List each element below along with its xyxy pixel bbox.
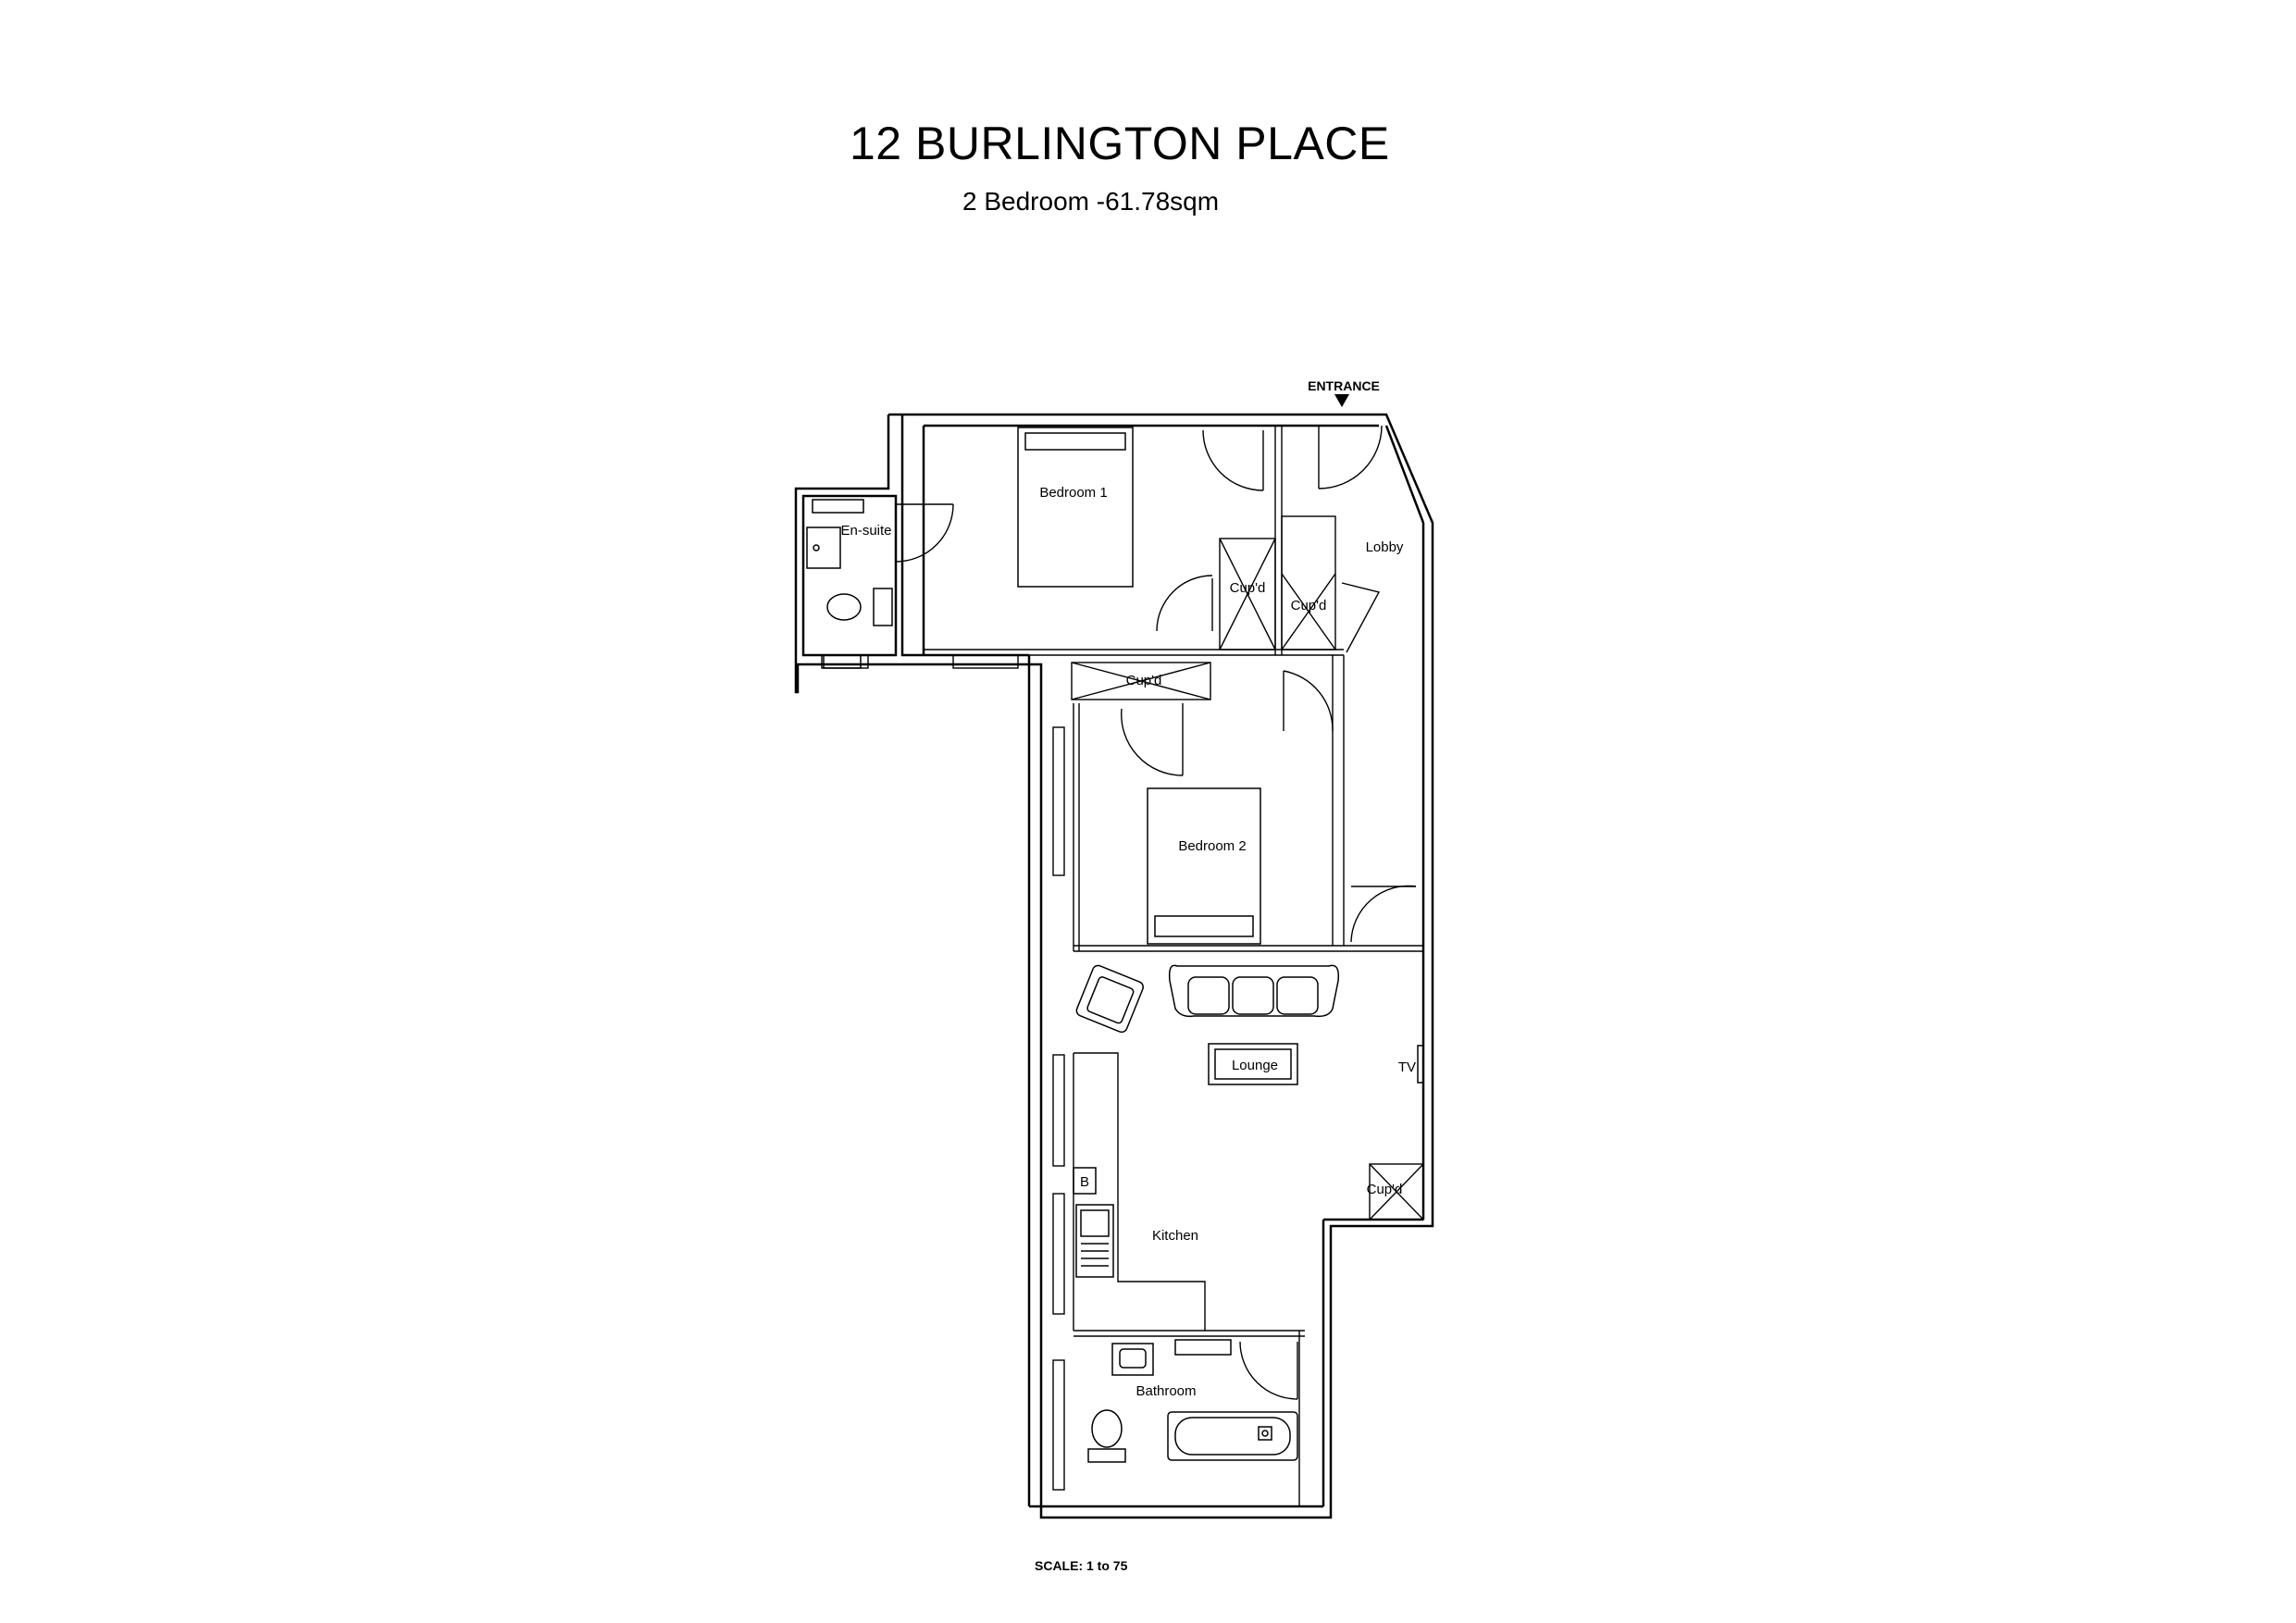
room-label-bedroom-2: Bedroom 2 [1178, 838, 1246, 854]
room-label-ensuite: En-suite [840, 523, 891, 539]
cupboards [1219, 515, 1336, 650]
page-title: 12 BURLINGTON PLACE [850, 118, 1390, 169]
room-label-lobby: Lobby [1366, 539, 1404, 555]
cupboard-label-hall: Cup'd [1126, 673, 1162, 688]
outer-walls [794, 413, 1434, 1519]
room-label-kitchen: Kitchen [1152, 1228, 1198, 1244]
windows [821, 654, 1065, 1491]
coffee-table [1208, 1043, 1298, 1085]
bed-2 [1147, 787, 1261, 945]
cupboard-label-bedroom: Cup'd [1230, 580, 1266, 596]
entrance-label: ENTRANCE [1308, 378, 1380, 393]
room-label-lounge: Lounge [1232, 1058, 1278, 1073]
doors [895, 425, 1417, 1400]
labels: ENTRANCE Bedroom 1 En-suite Lobby Cup'd … [840, 378, 1416, 1399]
kitchen-sink [1075, 1204, 1114, 1278]
interior-walls [801, 426, 1424, 1506]
tv-label: TV [1398, 1059, 1416, 1075]
room-label-bathroom: Bathroom [1136, 1383, 1196, 1399]
boiler-label: B [1080, 1174, 1089, 1190]
entrance-arrow-icon [1334, 394, 1349, 407]
cupboard-label-lounge: Cup'd [1367, 1182, 1403, 1197]
scale-note: SCALE: 1 to 75 [1035, 1558, 1128, 1573]
tv [1417, 1045, 1424, 1084]
page-subtitle: 2 Bedroom -61.78sqm [962, 187, 1220, 216]
bed-1 [1017, 427, 1134, 588]
sofa [1168, 964, 1340, 1018]
cupboard-label-lobby: Cup'd [1291, 598, 1327, 613]
room-label-bedroom-1: Bedroom 1 [1039, 485, 1107, 501]
ensuite-fixtures [806, 499, 893, 669]
bathroom-fixtures [1087, 1339, 1298, 1463]
boiler [1073, 1167, 1097, 1195]
armchair [1075, 964, 1144, 1034]
furniture [806, 427, 1424, 1463]
